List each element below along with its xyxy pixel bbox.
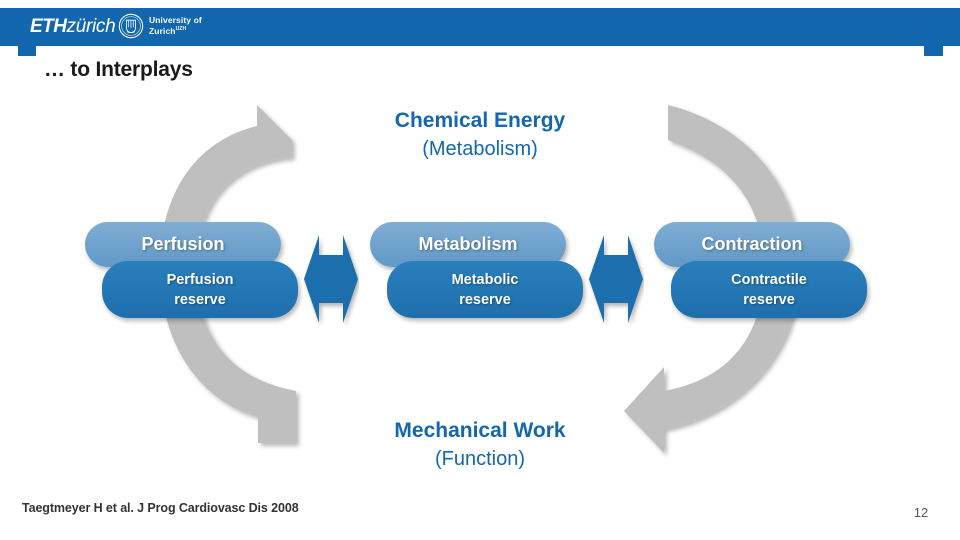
node-contraction-reserve[interactable]: Contractile reserve xyxy=(671,261,867,318)
footer-reference: Taegtmeyer H et al. J Prog Cardiovasc Di… xyxy=(22,501,299,515)
header-bar xyxy=(0,8,960,46)
node-contraction-label[interactable]: Contraction xyxy=(654,222,850,267)
cycle-arcs xyxy=(160,105,800,453)
page-title: … to Interplays xyxy=(44,58,193,81)
interplay-diagram: Chemical Energy (Metabolism) Mechanical … xyxy=(0,95,960,490)
node-metabolism-reserve-line2: reserve xyxy=(459,291,511,308)
page-number: 12 xyxy=(913,505,929,520)
eth-logo-word: zürich xyxy=(66,16,116,37)
node-contraction-reserve-line2: reserve xyxy=(743,291,795,308)
node-metabolism-reserve[interactable]: Metabolic reserve xyxy=(387,261,583,318)
node-contraction-reserve-line1: Contractile xyxy=(731,271,807,288)
left-arc-icon xyxy=(160,105,296,443)
double-headed-arrow-metabolism-contraction xyxy=(589,235,643,323)
uzh-logo: University of ZurichUZH xyxy=(118,13,202,39)
node-group-perfusion[interactable]: Perfusion Perfusion reserve xyxy=(85,222,305,334)
caption-chemical-energy: Chemical Energy (Metabolism) xyxy=(330,107,630,163)
caption-mechanical-work: Mechanical Work (Function) xyxy=(330,417,630,473)
node-metabolism-reserve-line1: Metabolic xyxy=(451,271,519,288)
uzh-logo-line1: University of xyxy=(149,14,202,25)
caption-mechanical-work-title: Mechanical Work xyxy=(394,419,566,442)
header-tab-right xyxy=(924,8,943,56)
eth-logo-mark: ETH xyxy=(30,16,67,37)
eth-zurich-logo: ETH zürich xyxy=(30,15,116,39)
node-perfusion-reserve[interactable]: Perfusion reserve xyxy=(102,261,298,318)
node-perfusion-label[interactable]: Perfusion xyxy=(85,222,281,267)
node-perfusion-reserve-line2: reserve xyxy=(174,291,226,308)
node-metabolism-label[interactable]: Metabolism xyxy=(370,222,566,267)
uzh-logo-wordmark: University of ZurichUZH xyxy=(149,14,202,37)
caption-chemical-energy-title: Chemical Energy xyxy=(394,109,566,132)
caption-chemical-energy-sub: (Metabolism) xyxy=(422,138,538,160)
uzh-seal-icon xyxy=(118,13,144,39)
node-group-metabolism[interactable]: Metabolism Metabolic reserve xyxy=(370,222,590,334)
uzh-logo-line2: ZurichUZH xyxy=(149,25,187,36)
node-perfusion-reserve-line1: Perfusion xyxy=(166,271,234,288)
double-headed-arrow-perfusion-metabolism xyxy=(304,235,358,323)
node-group-contraction[interactable]: Contraction Contractile reserve xyxy=(650,222,870,334)
header-tab-left xyxy=(18,8,36,56)
right-arc-icon xyxy=(624,105,800,453)
caption-mechanical-work-sub: (Function) xyxy=(434,448,526,470)
